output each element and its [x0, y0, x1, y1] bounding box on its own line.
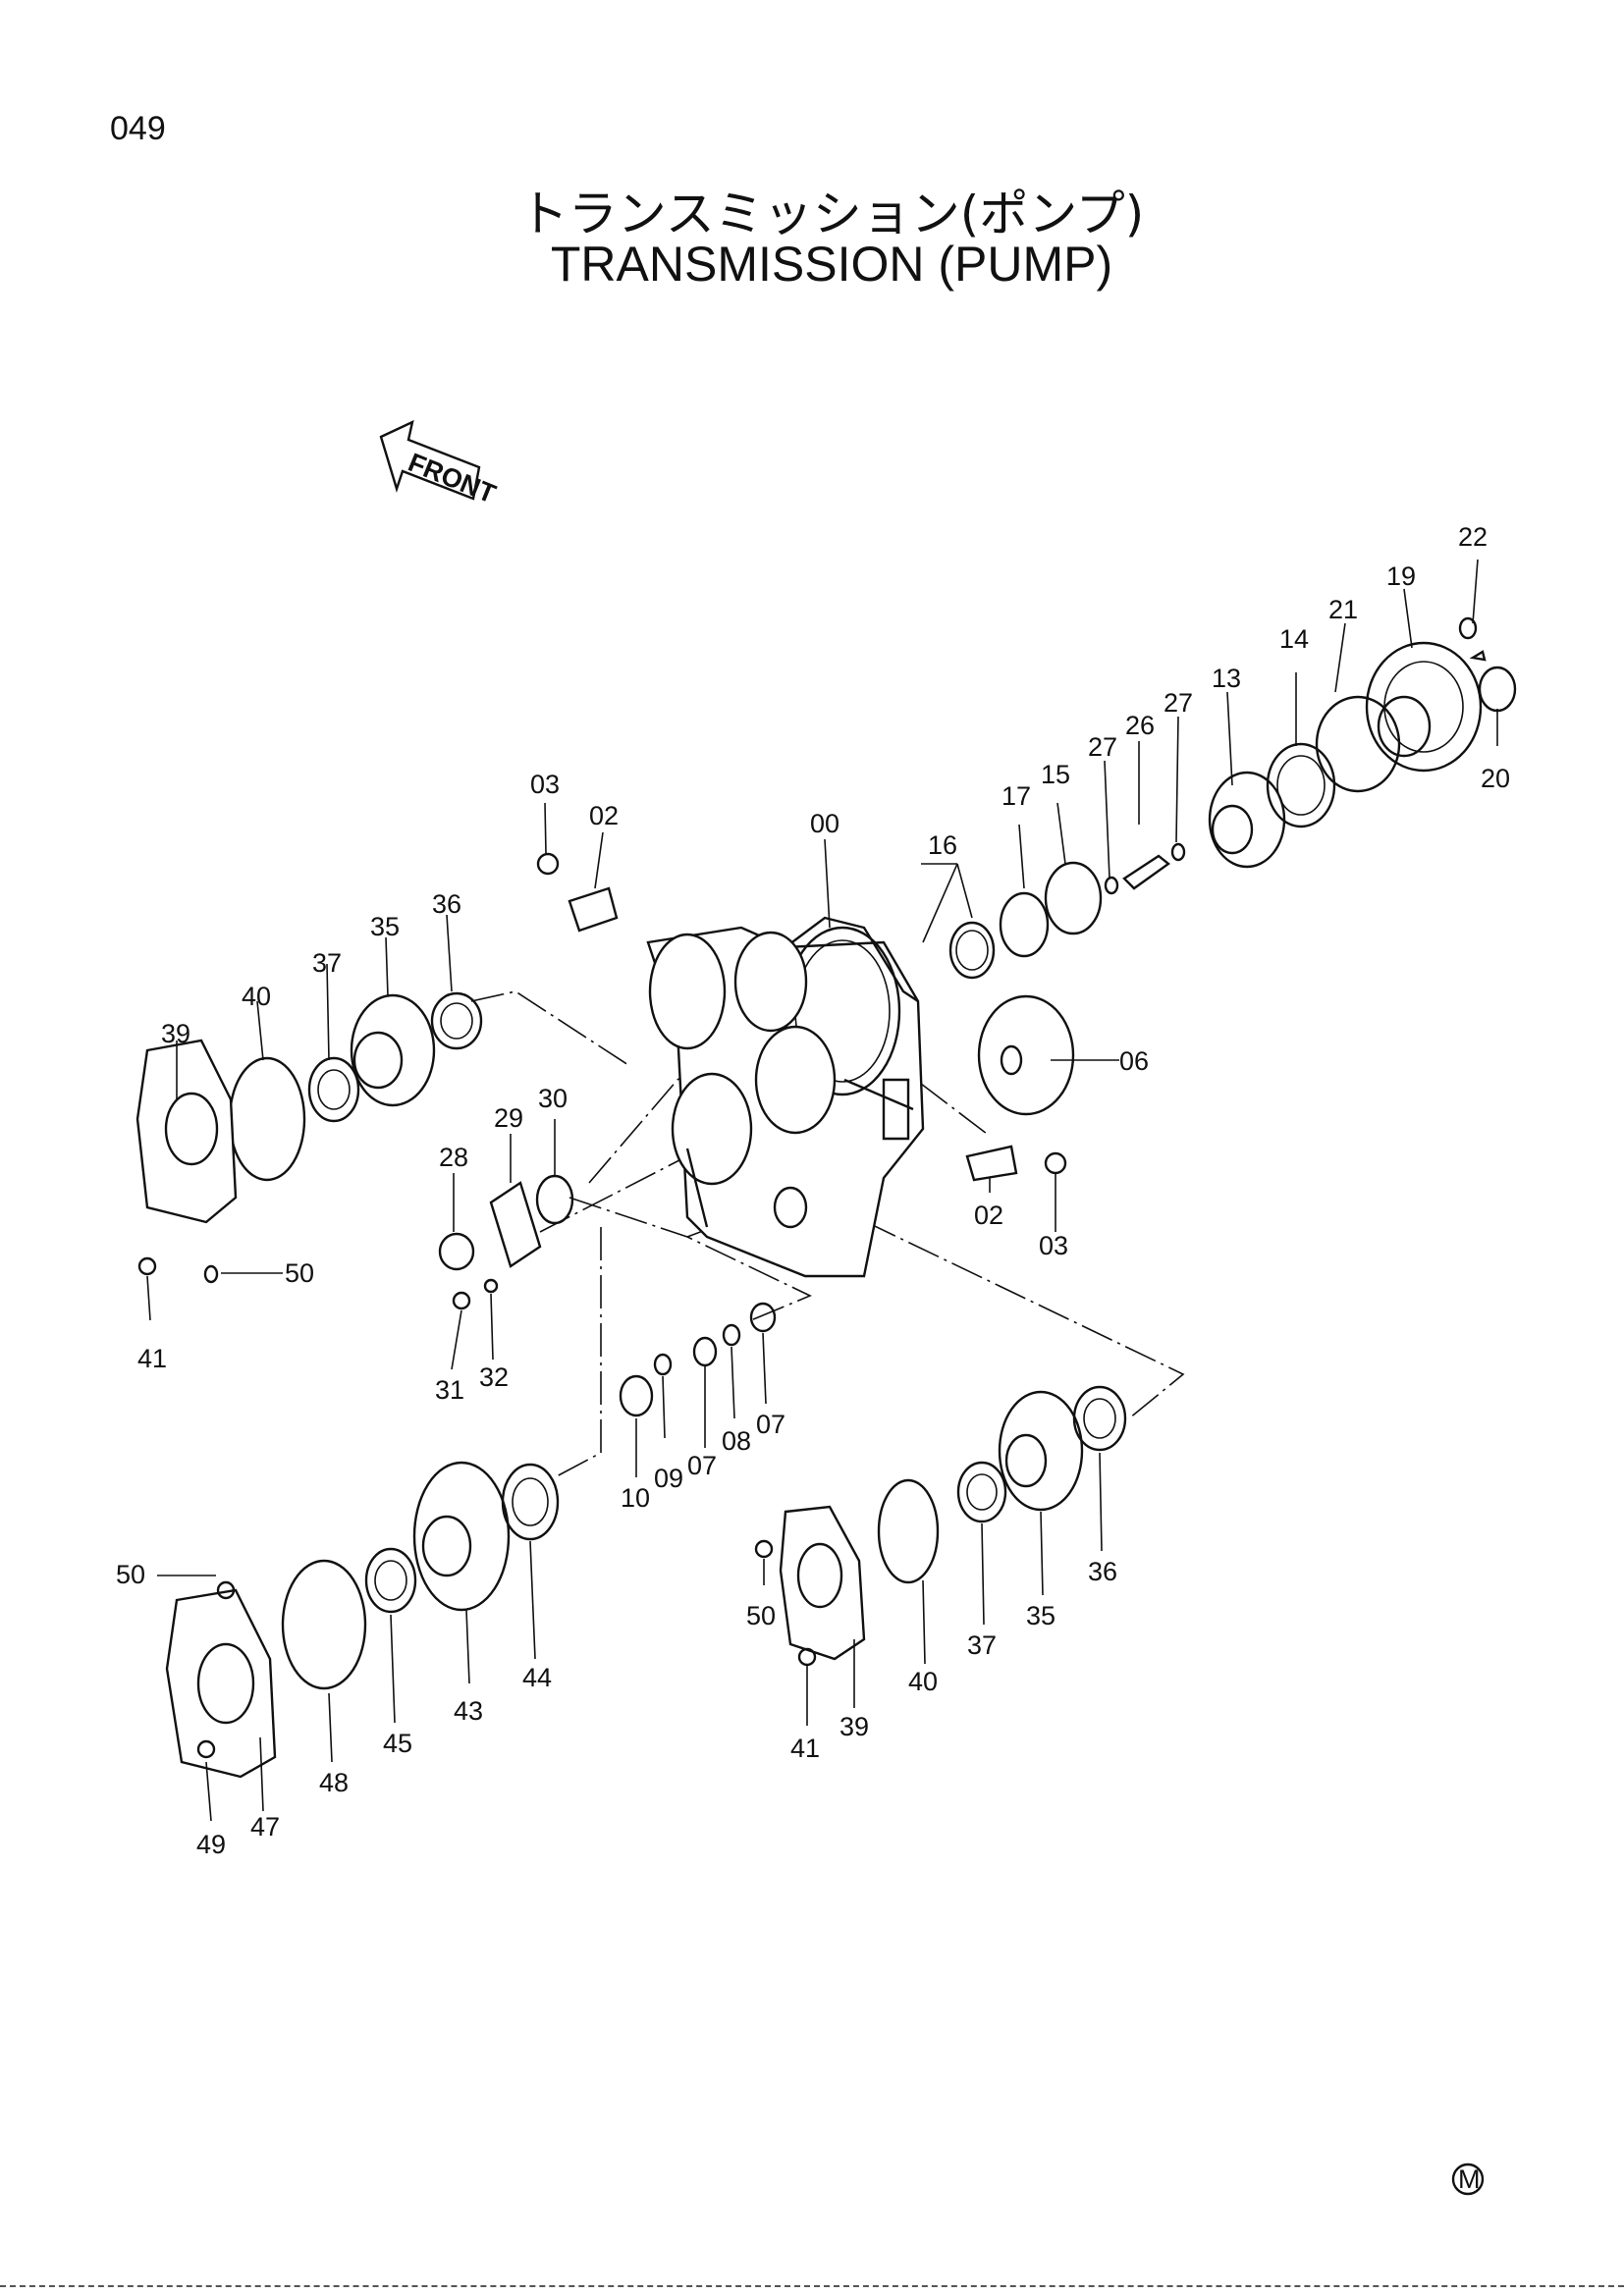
part-label: 35: [370, 912, 400, 941]
part-label: 40: [908, 1667, 938, 1696]
title-english: TRANSMISSION (PUMP): [550, 237, 1113, 292]
front-arrow-icon: FRONT: [379, 419, 500, 509]
leader-lines: [146, 559, 1498, 1822]
left-upper-parts: [135, 991, 483, 1284]
part-label: 40: [242, 982, 271, 1011]
part-label: 16: [928, 830, 957, 860]
part-label: 48: [319, 1768, 349, 1797]
part-label: 19: [1386, 561, 1416, 591]
part-label: 10: [621, 1483, 650, 1513]
part-label: 06: [1119, 1046, 1149, 1076]
part-label: 41: [790, 1734, 820, 1763]
part-label: 27: [1164, 688, 1193, 718]
part-label: 22: [1458, 522, 1488, 552]
lower-right-parts: [754, 1385, 1127, 1667]
part-label: 44: [522, 1663, 552, 1692]
part-label: 50: [116, 1560, 145, 1589]
part-label: 43: [454, 1696, 483, 1726]
center-small-parts: [619, 1302, 777, 1417]
part-label: 17: [1001, 781, 1031, 811]
part-label: 08: [722, 1426, 751, 1456]
part-label: 32: [479, 1362, 509, 1392]
transmission-housing: [646, 916, 925, 1278]
part-label: 45: [383, 1729, 412, 1758]
part-label: 35: [1026, 1601, 1056, 1630]
part-label: 30: [538, 1084, 568, 1113]
part-label: 39: [839, 1712, 869, 1741]
part-label: 37: [967, 1630, 997, 1660]
part-label: 28: [439, 1143, 468, 1172]
page-number: 049: [110, 110, 166, 147]
title-japanese: トランスミッション(ポンプ): [518, 186, 1145, 242]
m-mark-icon: M: [1451, 2163, 1485, 2196]
part-label: 49: [196, 1830, 226, 1859]
part-label: 09: [654, 1464, 683, 1493]
part-label: 21: [1328, 595, 1358, 624]
part-label: 47: [250, 1812, 280, 1842]
part-label: 31: [435, 1375, 464, 1405]
part-labels: 22 19 21 14 13 27 26 27 20 03 02 00 16 1…: [116, 522, 1510, 1859]
m-mark-label: M: [1458, 2164, 1481, 2194]
part-label: 07: [687, 1451, 717, 1480]
part-label: 02: [589, 801, 619, 830]
bracket-parts: [536, 852, 1067, 1182]
bottom-rule: [0, 2285, 1624, 2287]
lower-left-parts: [165, 1461, 560, 1779]
part-label: 36: [1088, 1557, 1117, 1586]
part-label: 20: [1481, 764, 1510, 793]
part-label: 29: [494, 1103, 523, 1133]
part-label: 26: [1125, 711, 1155, 740]
part-label: 15: [1041, 760, 1070, 789]
part-label: 03: [530, 770, 560, 799]
part-label: 39: [161, 1019, 190, 1048]
part-label: 50: [285, 1258, 314, 1288]
part-label: 07: [756, 1410, 785, 1439]
part-label: 36: [432, 889, 461, 919]
left-middle-parts: [438, 1174, 574, 1310]
part-label: 41: [137, 1344, 167, 1373]
upper-right-parts: [948, 616, 1517, 1116]
part-label: 50: [746, 1601, 776, 1630]
part-label: 02: [974, 1201, 1003, 1230]
part-label: 37: [312, 948, 342, 978]
part-label: 27: [1088, 732, 1117, 762]
part-label: 00: [810, 809, 839, 838]
part-label: 14: [1279, 624, 1309, 654]
part-label: 03: [1039, 1231, 1068, 1260]
part-label: 13: [1212, 664, 1241, 693]
